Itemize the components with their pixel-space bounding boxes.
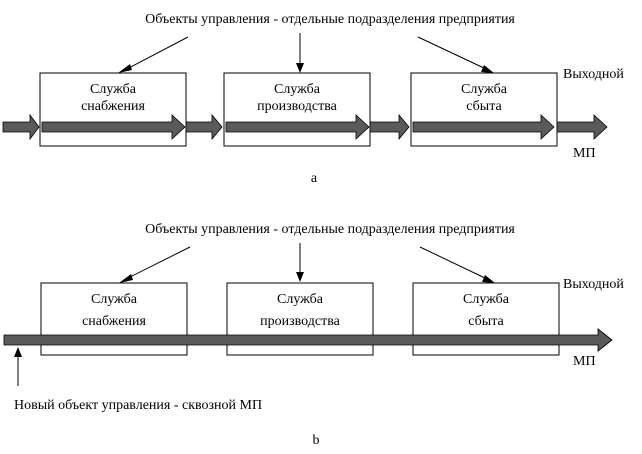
flow-arrow-a-sales xyxy=(412,114,555,140)
pointer-line-b1 xyxy=(125,246,191,280)
box-sales-b-line2: сбыта xyxy=(468,314,504,329)
flow-arrow-a-in xyxy=(2,113,40,141)
flow-arrow-a-supply xyxy=(41,114,186,140)
diagram-b: Объекты управления - отдельные подраздел… xyxy=(3,222,624,448)
flow-arrow-a-production xyxy=(225,114,370,140)
box-supply-a-line2: снабжения xyxy=(81,99,145,114)
box-production-a-line1: Служба xyxy=(274,82,321,97)
diagram-b-output-label-line2: МП xyxy=(573,354,596,369)
diagram-b-caption: b xyxy=(313,433,320,448)
pointer-arrowhead-a3 xyxy=(481,65,494,73)
diagram-a-flow xyxy=(2,113,608,141)
box-supply-b-line2: снабжения xyxy=(82,314,146,329)
pointer-arrowhead-b1 xyxy=(119,274,133,283)
diagram-a-pointers xyxy=(118,33,494,73)
diagram-a-output-label-line1: Выходной xyxy=(563,67,624,82)
diagram-a-caption: a xyxy=(311,171,318,186)
flow-arrow-a-link2 xyxy=(369,113,410,141)
pointer-arrowhead-b3 xyxy=(482,275,495,283)
diagram-a-header: Объекты управления - отдельные подраздел… xyxy=(145,12,515,27)
box-supply-a xyxy=(39,72,187,147)
box-production-a xyxy=(223,72,371,147)
diagram-b-new-object-label: Новый объект управления - сквозной МП xyxy=(14,398,262,413)
flow-arrow-a-link1 xyxy=(185,113,223,141)
box-sales-b-line1: Служба xyxy=(463,292,510,307)
pointer-arrowhead-a1 xyxy=(118,64,132,73)
pointer-line-a1 xyxy=(124,36,189,71)
diagram-b-output-label-line1: Выходной xyxy=(563,277,624,292)
diagram-b-pointers xyxy=(119,243,495,283)
pointer-arrowhead-new-object xyxy=(14,347,22,357)
box-supply-a-line1: Служба xyxy=(90,82,137,97)
box-supply-b-line1: Служба xyxy=(91,292,138,307)
diagram-a: Объекты управления - отдельные подраздел… xyxy=(2,12,624,186)
flow-arrow-b-through xyxy=(3,328,613,352)
diagram-a-output-label-line2: МП xyxy=(573,146,596,161)
box-production-a-line2: производства xyxy=(257,99,338,114)
box-sales-a xyxy=(410,72,558,147)
pointer-line-a3 xyxy=(417,36,487,70)
box-production-b-line2: производства xyxy=(260,314,341,329)
box-production-b-line1: Служба xyxy=(277,292,324,307)
pointer-arrowhead-a2 xyxy=(296,63,304,73)
diagram-b-header: Объекты управления - отдельные подраздел… xyxy=(145,222,515,237)
box-sales-a-line1: Служба xyxy=(461,82,508,97)
pointer-line-b3 xyxy=(419,246,488,280)
flow-arrow-a-out xyxy=(556,114,608,140)
pointer-arrowhead-b2 xyxy=(296,272,304,282)
box-sales-a-line2: сбыта xyxy=(466,99,502,114)
